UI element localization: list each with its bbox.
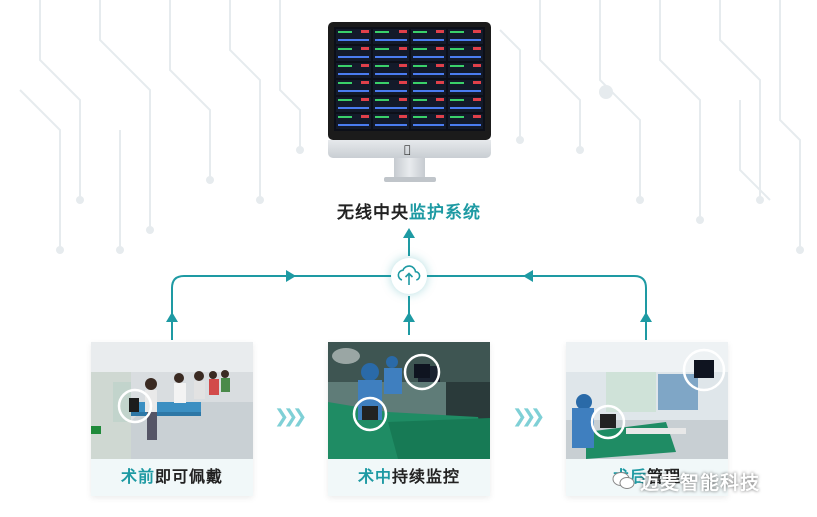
monitor-tile <box>336 46 372 61</box>
monitor-tile <box>410 114 446 129</box>
monitor-tile <box>336 97 372 112</box>
monitor-tile <box>373 114 409 129</box>
monitor-base <box>384 177 436 182</box>
monitor-tile <box>447 63 483 78</box>
monitor-screen <box>334 27 485 131</box>
monitor-tile <box>373 63 409 78</box>
monitor-tile <box>373 46 409 61</box>
monitor-tile <box>410 29 446 44</box>
system-title: 无线中央监护系统 <box>300 198 518 223</box>
arrow-left-icon <box>523 270 533 282</box>
step-card-preop: 术前即可佩戴 <box>91 342 253 496</box>
right-branch-line <box>423 275 647 340</box>
arrow-up-right-icon <box>640 312 652 322</box>
monitor-tile <box>447 29 483 44</box>
monitor-tile <box>410 63 446 78</box>
arrow-up-left-icon <box>166 312 178 322</box>
monitor-tile <box>410 80 446 95</box>
postop-photo <box>566 342 728 459</box>
arrow-right-icon <box>286 270 296 282</box>
monitor-tile <box>373 29 409 44</box>
system-title-part1: 无线中央 <box>337 203 409 223</box>
system-title-part2: 监护系统 <box>409 203 481 223</box>
cloud-upload-icon <box>397 265 421 285</box>
monitor-tile <box>447 97 483 112</box>
monitor-tile <box>373 80 409 95</box>
left-branch-line <box>171 275 395 340</box>
monitor-tile <box>373 97 409 112</box>
intraop-caption-text: 持续监控 <box>392 467 461 486</box>
monitor-tile <box>336 63 372 78</box>
monitor-bezel <box>328 22 491 140</box>
arrow-up-center-icon <box>403 312 415 322</box>
chevron-right-icon: ❯❯❯ <box>274 406 307 427</box>
intraop-photo <box>328 342 490 459</box>
monitor-tile <box>336 80 372 95</box>
wechat-icon <box>612 472 635 489</box>
monitor-tile <box>336 114 372 129</box>
monitor-chin <box>328 140 491 158</box>
monitor-tile <box>410 46 446 61</box>
monitor-tile <box>447 46 483 61</box>
cloud-upload-node <box>391 258 427 294</box>
preop-caption-highlight: 术前 <box>120 467 155 486</box>
intraop-caption-highlight: 术中 <box>357 467 392 486</box>
arrow-up-to-monitor-icon <box>403 228 415 238</box>
monitor-tile <box>410 97 446 112</box>
intraop-caption: 术中持续监控 <box>328 463 490 487</box>
apple-logo-icon:  <box>404 143 411 156</box>
step-card-intraop: 术中持续监控 <box>328 342 490 496</box>
central-monitor-display:  <box>328 22 491 184</box>
preop-photo <box>91 342 253 459</box>
postop-caption-text: 管理 <box>647 467 682 486</box>
chevron-right-icon: ❯❯❯ <box>512 406 545 427</box>
monitor-stand <box>394 158 425 178</box>
monitor-tile <box>447 114 483 129</box>
monitor-tile <box>447 80 483 95</box>
monitor-tile <box>336 29 372 44</box>
preop-caption: 术前即可佩戴 <box>91 463 253 487</box>
step-card-postop: 术后管理 <box>566 342 728 496</box>
watermark-text: 迈麦智能科技 <box>640 472 761 494</box>
preop-caption-text: 即可佩戴 <box>155 467 224 486</box>
